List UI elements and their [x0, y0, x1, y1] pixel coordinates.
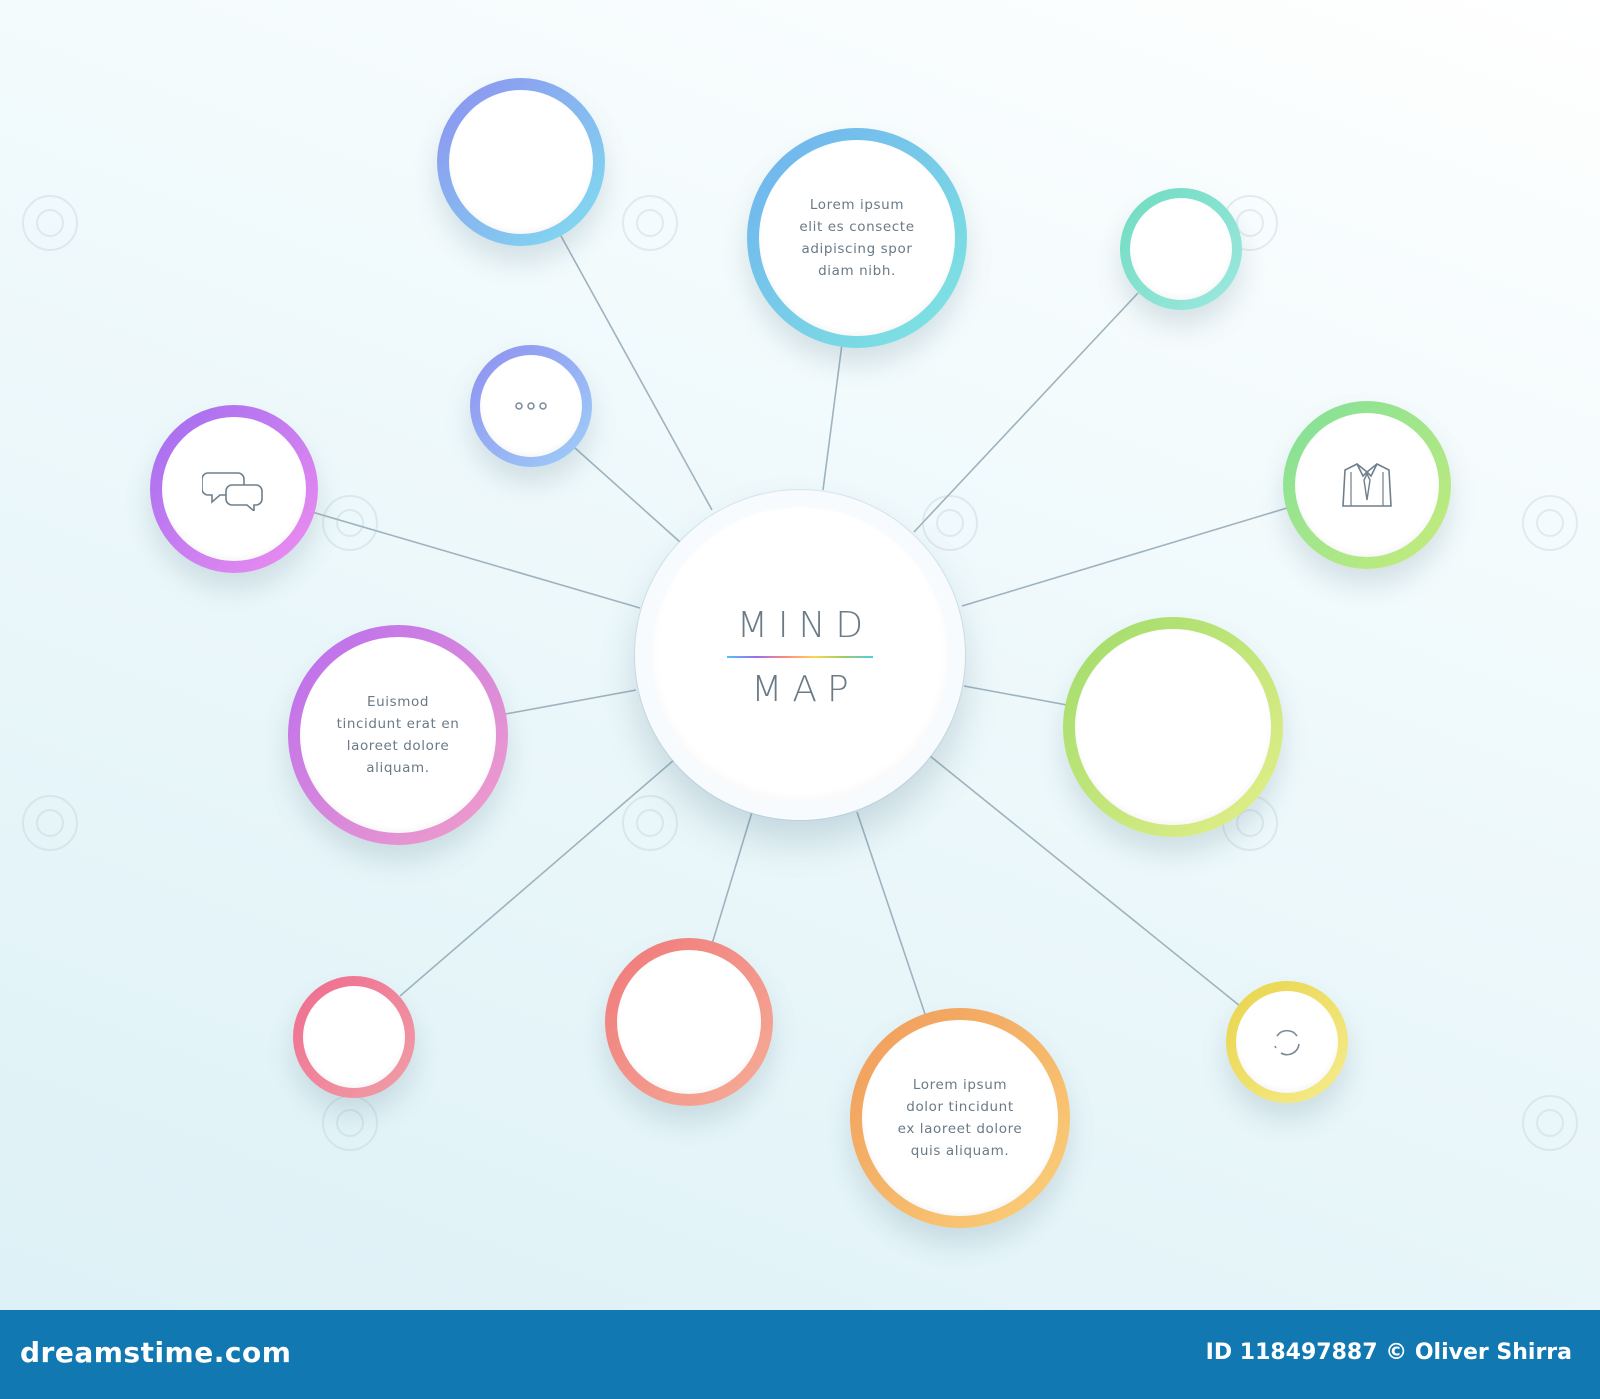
center-title-line2: MAP	[751, 669, 859, 710]
link-top-left	[560, 235, 713, 511]
node-bottom-mid[interactable]	[605, 938, 773, 1106]
center-node-face: MIND MAP	[652, 507, 948, 803]
link-right-big	[963, 685, 1068, 706]
node-text-left[interactable]: Euismod tincidunt erat en laoreet dolore…	[288, 625, 508, 845]
rainbow-divider	[727, 656, 873, 658]
watermark-swirl	[622, 795, 678, 851]
watermark-swirl	[1522, 1095, 1578, 1151]
link-bottom-right	[929, 755, 1241, 1007]
node-shirt[interactable]	[1283, 401, 1451, 569]
node-chat[interactable]	[150, 405, 318, 573]
watermark-swirl	[1522, 495, 1578, 551]
link-bottom-left	[399, 759, 675, 997]
watermark-swirl	[22, 795, 78, 851]
connector-lines	[311, 235, 1288, 1015]
node-bottom-left[interactable]	[293, 976, 415, 1098]
node-bottom-text-text: Lorem ipsum dolor tincidunt ex laoreet d…	[897, 1077, 1023, 1159]
link-top-center	[822, 343, 843, 491]
center-node[interactable]: MIND MAP	[635, 490, 965, 820]
node-top-left[interactable]	[437, 78, 605, 246]
node-top-center[interactable]: Lorem ipsum elit es consecte adipiscing …	[747, 128, 967, 348]
shirt-tie-icon	[1342, 463, 1392, 507]
node-text-left-text: Euismod tincidunt erat en laoreet dolore…	[336, 694, 460, 776]
refresh-circle-icon	[1274, 1029, 1300, 1056]
link-bottom-text	[856, 811, 926, 1015]
center-title-line1: MIND	[736, 605, 874, 646]
link-top-right	[913, 292, 1139, 533]
watermark-swirl	[922, 495, 978, 551]
footer-bar: dreamstime.com ID 118497887 © Oliver Shi…	[0, 1310, 1600, 1399]
image-credit: ID 118497887 © Oliver Shirra	[1205, 1340, 1572, 1365]
node-right-big[interactable]	[1063, 617, 1283, 837]
brand-logo-text[interactable]: dreamstime.com	[20, 1336, 292, 1369]
node-top-right[interactable]	[1120, 188, 1242, 310]
chat-bubbles-icon	[202, 472, 263, 511]
node-ellipsis[interactable]	[470, 345, 592, 467]
node-bottom-right[interactable]	[1226, 981, 1348, 1103]
watermark-swirl	[322, 1095, 378, 1151]
node-top-center-text: Lorem ipsum elit es consecte adipiscing …	[799, 197, 915, 279]
ellipsis-icon	[515, 402, 547, 410]
link-shirt	[961, 507, 1288, 607]
mind-map-canvas: Lorem ipsum elit es consecte adipiscing …	[22, 78, 1578, 1228]
watermark-swirl	[22, 195, 78, 251]
watermark-swirl	[622, 195, 678, 251]
link-text-left	[499, 689, 637, 716]
node-bottom-text[interactable]: Lorem ipsum dolor tincidunt ex laoreet d…	[850, 1008, 1070, 1228]
watermark-swirl	[322, 495, 378, 551]
link-bottom-mid	[711, 811, 753, 945]
link-ellipsis	[574, 447, 681, 543]
